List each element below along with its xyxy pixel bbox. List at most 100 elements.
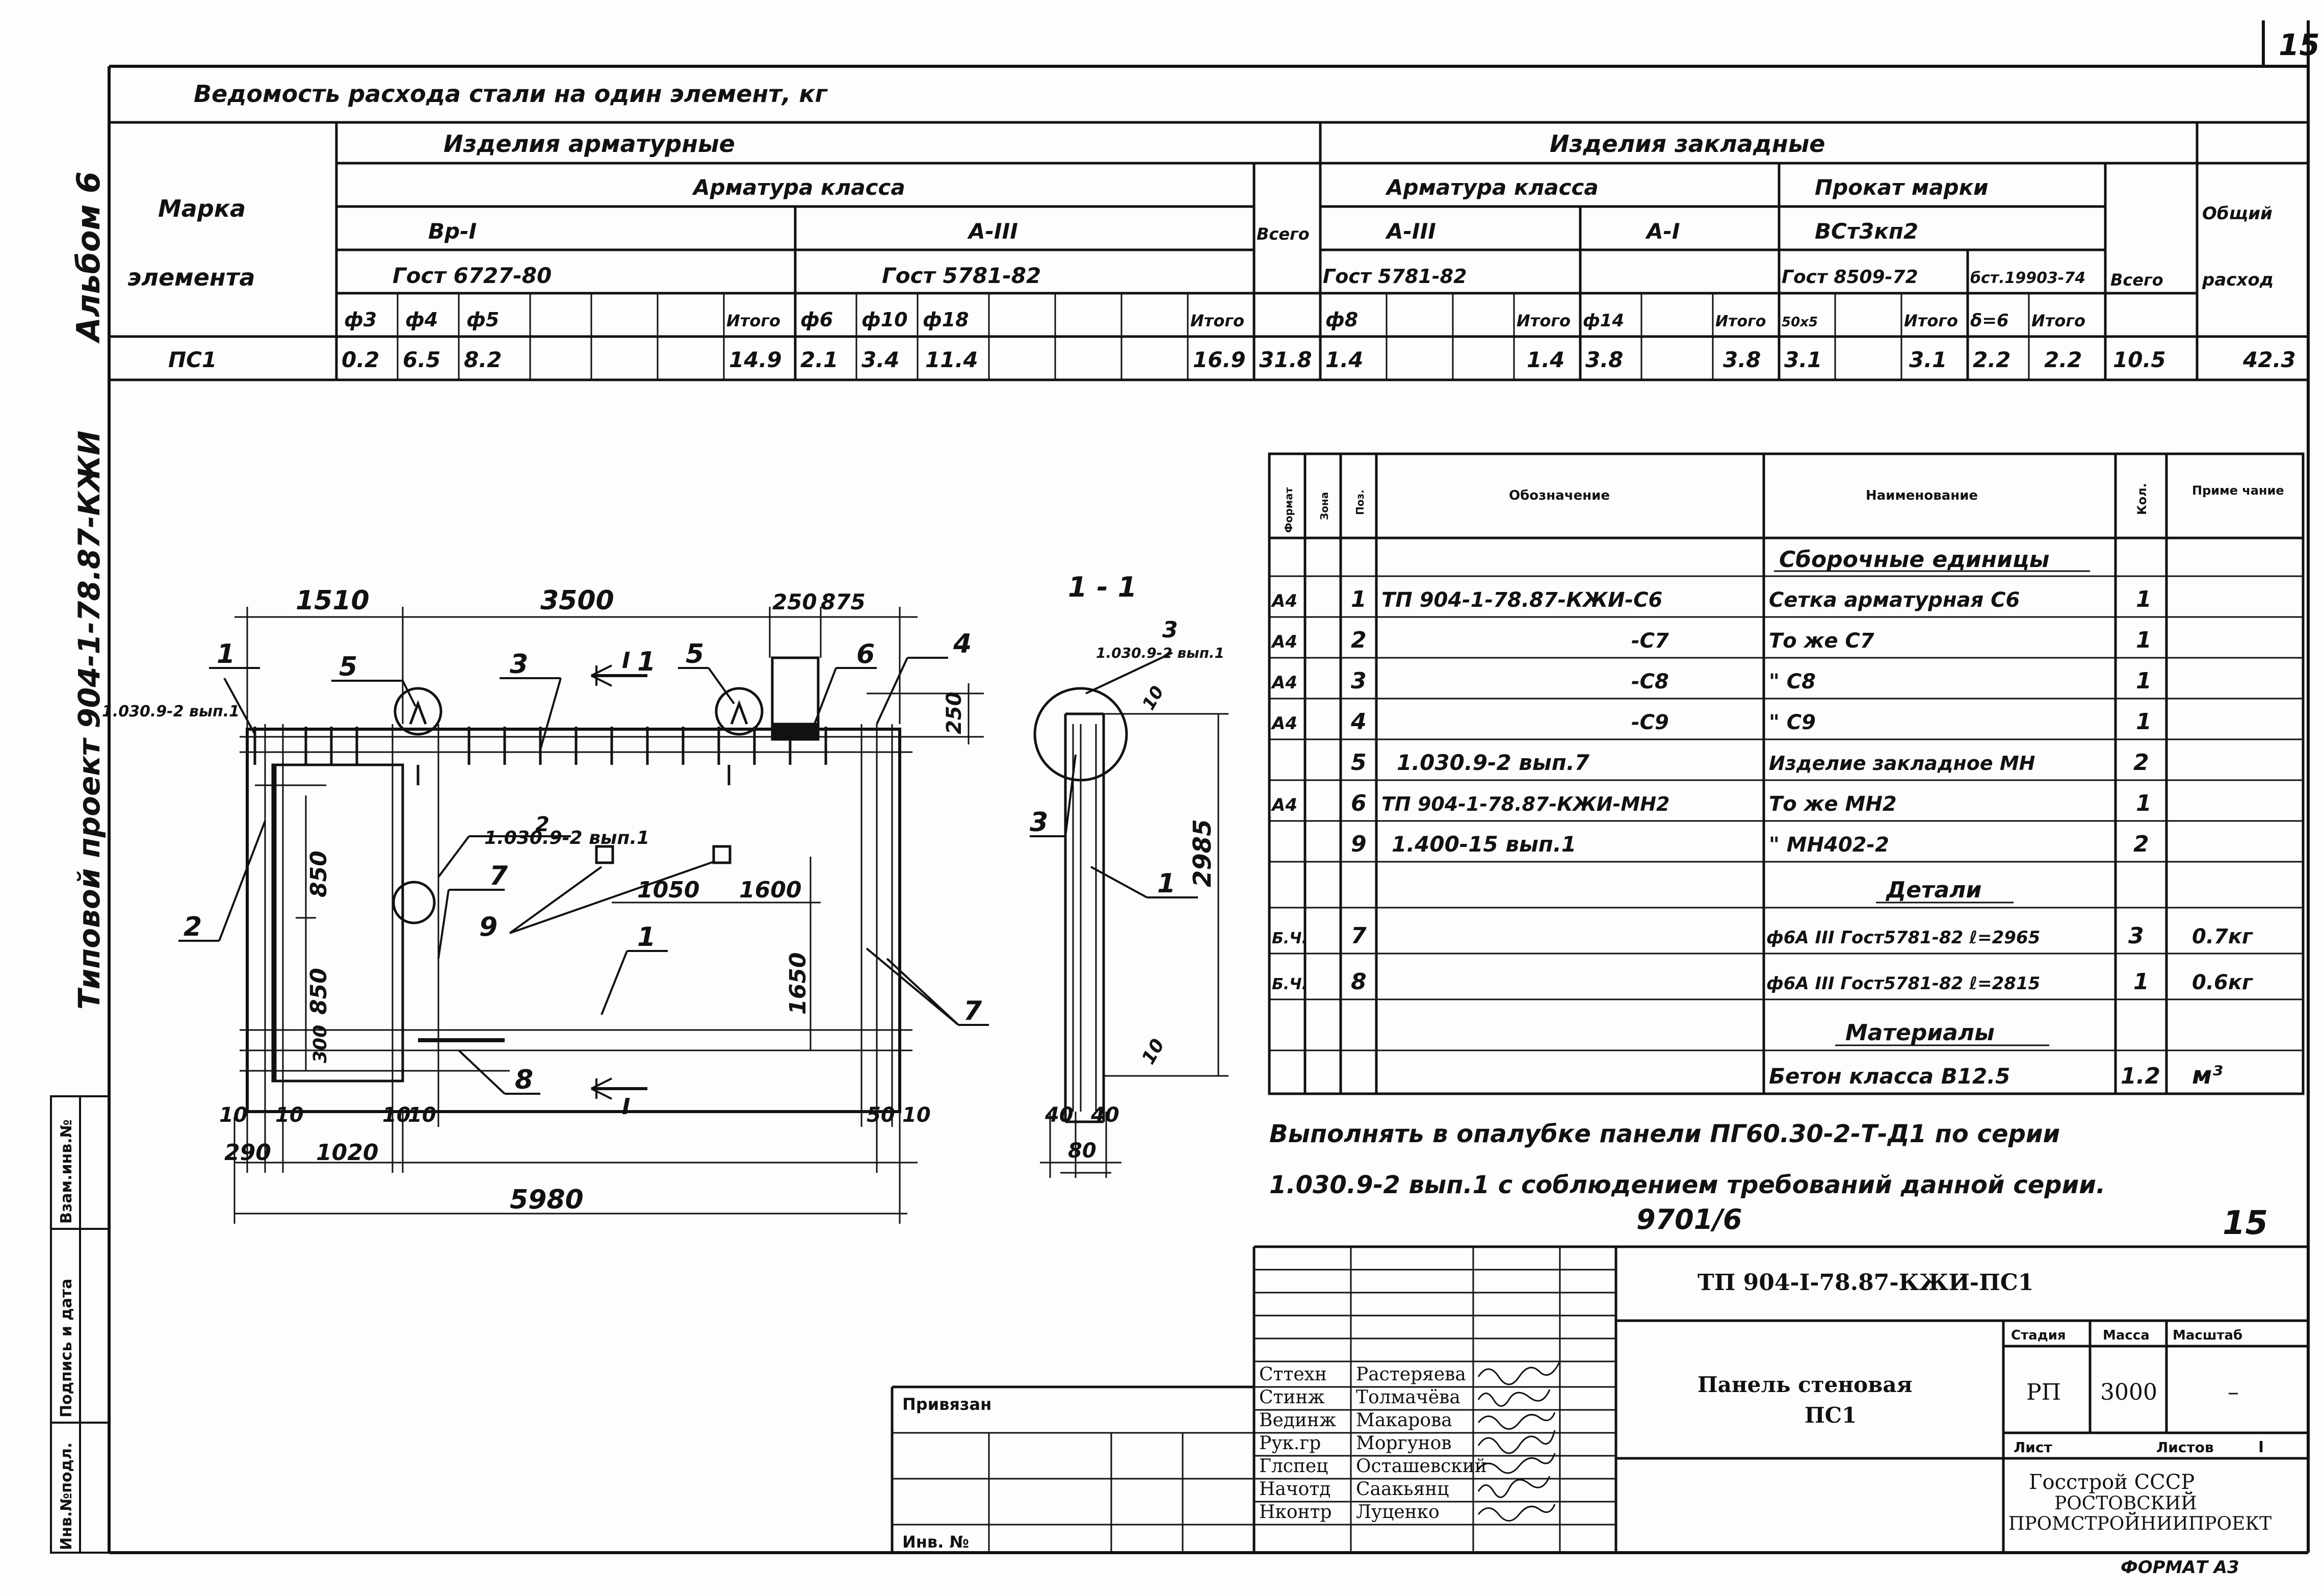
format-label: ФОРМАТ А3: [2121, 1557, 2239, 1578]
row-f14: 3.8: [1585, 347, 1623, 372]
spec-row-12-qty: 1.2: [2121, 1063, 2160, 1089]
drawing-labels: 1510 3500 250 875 250 850 850 300 1050 1…: [102, 571, 1224, 1215]
title-code: ТП 904-I-78.87-КЖИ-ПС1: [1698, 1270, 2033, 1296]
stage-label: Стадия: [2011, 1328, 2066, 1343]
signature-1: [1477, 1389, 1551, 1407]
label-5a: 5: [339, 652, 357, 682]
signature-5: [1477, 1476, 1551, 1498]
sub-plate: δ=6: [1970, 311, 2009, 331]
spec-row-6-pos: 6: [1351, 790, 1367, 816]
dim-850b: 850: [306, 968, 332, 1015]
spec-row-9-note: 0.7кг: [2192, 925, 2253, 948]
sheet-frame: [108, 20, 2310, 1554]
spec-table-rows: Сборочные единицы А4 1 ТП 904-1-78.87-КЖ…: [1270, 547, 2253, 1090]
row-plate: 2.2: [1973, 347, 2010, 372]
hdr-designation: Обозначение: [1509, 488, 1610, 503]
spec-row-10-name: ф6А III Гост5781-82 ℓ=2815: [1766, 973, 2040, 994]
sub-total-bp: Итого: [726, 311, 780, 330]
spec-row-3-des: -С8: [1631, 670, 1669, 693]
leader-lines: [178, 657, 989, 1100]
org-line-2: РОСТОВСКИЙ: [2054, 1492, 2197, 1514]
staff-role-1: Стинж: [1259, 1387, 1325, 1408]
row-bp-total: 14.9: [729, 347, 782, 372]
spec-row-2-fmt: А4: [1270, 632, 1297, 652]
staff-role-5: Начотд: [1259, 1479, 1330, 1500]
title-block-text: ТП 904-I-78.87-КЖИ-ПС1 Панель стеновая П…: [902, 1270, 2271, 1578]
spec-row-10-fmt: Б.Ч.: [1272, 975, 1308, 993]
stage-value: РП: [2026, 1379, 2061, 1405]
spec-row-0-name: Сборочные единицы: [1779, 547, 2049, 573]
sub-total-f8: Итого: [1517, 311, 1571, 330]
staff-name-1: Толмачёва: [1356, 1387, 1460, 1408]
row-f14-total: 3.8: [1723, 347, 1761, 372]
stamp-inv-podl: Инв.№подл.: [58, 1443, 75, 1550]
sub-total-a3: Итого: [1190, 311, 1244, 330]
dim-1650: 1650: [785, 953, 811, 1015]
row-angle: 3.1: [1784, 347, 1822, 372]
steel-table-subgrid: [397, 293, 2030, 380]
section-1-1: [1030, 652, 1213, 1123]
inv-no-label: Инв. №: [902, 1532, 969, 1552]
spec-row-11-name: Материалы: [1845, 1020, 1995, 1046]
label-2b: 2: [535, 813, 550, 836]
signature-2: [1477, 1412, 1556, 1430]
dim-10d: 10: [382, 1103, 411, 1127]
label-3c: 3: [1030, 807, 1048, 838]
sub-f8: ф8: [1325, 308, 1358, 331]
sub-f4: ф4: [405, 308, 438, 331]
dim-850a: 850: [306, 851, 332, 897]
title-name-1: Панель стеновая: [1698, 1372, 1913, 1397]
spec-row-12-name: Бетон класса В12.5: [1769, 1064, 2010, 1089]
gost-19903: бст.19903-74: [1970, 269, 2085, 287]
row-rebar-total: 31.8: [1259, 347, 1312, 372]
staff-name-6: Луценко: [1356, 1502, 1440, 1523]
dim-10c: 10: [275, 1103, 304, 1127]
spec-row-2-pos: 2: [1351, 627, 1367, 653]
spec-row-1-pos: 1: [1351, 586, 1367, 612]
label-1d: 1: [637, 647, 656, 677]
project-label: Типовой проект 904-1-78.87-КЖИ: [72, 430, 107, 1010]
spec-row-1-name: Сетка арматурная С6: [1769, 588, 2020, 612]
hdr-name: Наименование: [1866, 488, 1978, 503]
dim-250: 250: [772, 589, 817, 614]
staff-name-0: Растеряева: [1356, 1364, 1466, 1385]
cut-left: I: [622, 648, 630, 674]
spec-row-3-pos: 3: [1351, 668, 1367, 694]
spec-row-4-qty: 1: [2136, 709, 2152, 735]
spec-row-3-qty: 1: [2136, 668, 2152, 694]
spec-row-6-fmt: А4: [1270, 795, 1297, 815]
row-a3-total: 16.9: [1193, 347, 1246, 372]
spec-row-9-qty: 3: [2128, 923, 2144, 949]
org-line-1: Госстрой СССР: [2029, 1471, 2195, 1494]
staff-role-0: Сттехн: [1259, 1364, 1327, 1385]
dim-10e: 10: [1138, 1036, 1169, 1068]
label-2: 2: [184, 912, 202, 942]
sheet-label: Лист: [2014, 1439, 2052, 1456]
hdr-pos: Поз.: [1354, 490, 1366, 515]
notes: Выполнять в опалубке панели ПГ60.30-2-Т-…: [1269, 1120, 2268, 1242]
class-a3b: А-III: [1385, 219, 1436, 244]
sheets-value: I: [2258, 1438, 2264, 1456]
spec-row-9-fmt: Б.Ч.: [1272, 930, 1308, 947]
callout-a: 1.030.9-2 вып.1: [102, 703, 240, 720]
spec-row-6-des: ТП 904-1-78.87-КЖИ-МН2: [1381, 793, 1669, 815]
dim-50: 50: [867, 1103, 895, 1127]
dim-10f: 10: [408, 1103, 436, 1127]
dim-250b: 250: [943, 692, 966, 735]
label-7b: 7: [963, 996, 982, 1026]
label-3b: 3: [1162, 617, 1178, 643]
dim-40a: 40: [1045, 1103, 1074, 1127]
stamp-signature: Подпись и дата: [58, 1279, 75, 1418]
label-1c: 1: [1157, 868, 1176, 899]
spec-row-7-pos: 9: [1351, 831, 1367, 857]
spec-row-1-des: ТП 904-1-78.87-КЖИ-С6: [1381, 588, 1662, 612]
elevation-dimensions: [233, 607, 1229, 1224]
staff-role-6: Нконтр: [1259, 1502, 1332, 1523]
dim-80: 80: [1068, 1139, 1096, 1163]
staff-name-5: Саакьянц: [1356, 1479, 1449, 1500]
section-mark: 1 - 1: [1068, 571, 1137, 603]
spec-row-12-note: м³: [2192, 1061, 2223, 1090]
row-f5: 8.2: [464, 347, 502, 372]
row-f4: 6.5: [403, 347, 440, 372]
